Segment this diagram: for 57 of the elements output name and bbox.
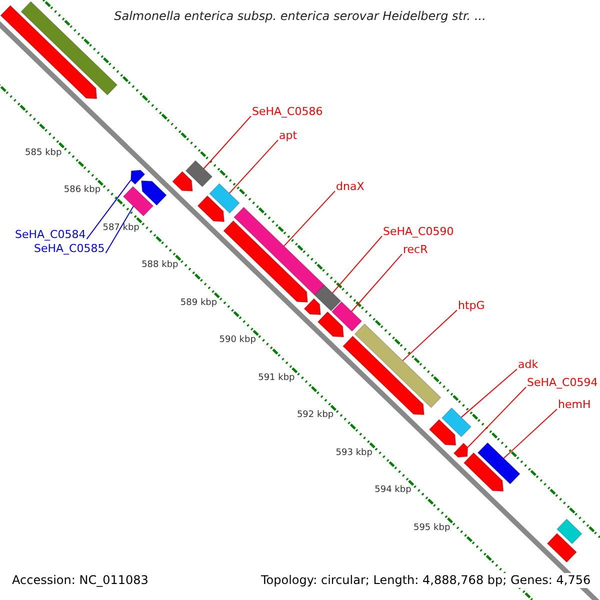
leader-line: [503, 408, 558, 459]
leader-line: [105, 206, 134, 254]
gene-feature: [185, 160, 213, 188]
scale-label: 594 kbp: [374, 486, 412, 496]
gene-label: SeHA_C0594: [527, 377, 598, 390]
gene-label: SeHA_C0590: [383, 226, 454, 238]
gene-feature: [317, 311, 344, 338]
scale-label: 589 kbp: [180, 298, 218, 309]
gene-feature: [172, 171, 193, 192]
scale-label: 588 kbp: [142, 261, 178, 272]
leader-line: [351, 254, 402, 312]
gene-feature: [122, 186, 154, 216]
scale-label: 591 kbp: [258, 374, 295, 384]
scale-label: 592 kbp: [296, 411, 334, 422]
scale-label: 586 kbp: [64, 186, 101, 196]
gene-feature: [141, 180, 167, 206]
leader-line: [86, 180, 132, 240]
leader-line: [203, 116, 252, 170]
gene-label: htpG: [458, 300, 485, 312]
gene-feature: [556, 518, 582, 544]
leader-line: [228, 140, 278, 194]
gene-feature: [304, 298, 321, 316]
gene-feature: [223, 220, 308, 303]
gene-label: adk: [518, 359, 538, 372]
gene-feature: [234, 206, 325, 296]
gene-feature: [331, 301, 362, 332]
gene-label: SeHA_C0584: [15, 229, 86, 242]
leader-line: [402, 310, 458, 362]
scale-label: 585 kbp: [25, 148, 62, 159]
gene-feature: [463, 452, 504, 492]
gene-label: recR: [403, 244, 428, 256]
leader-line: [332, 236, 382, 294]
gene-label: SeHA_C0586: [252, 106, 323, 118]
gene-label: apt: [279, 130, 298, 142]
gene-feature: [342, 336, 424, 416]
gene-feature: [477, 442, 520, 484]
gene-label: dnaX: [336, 181, 364, 194]
gene-label: SeHA_C0585: [34, 243, 105, 256]
title: Salmonella enterica subsp. enterica serovar Heidelberg str. ...: [114, 10, 486, 24]
gene-feature: [453, 442, 468, 458]
gene-feature: [0, 5, 98, 100]
gene-feature: [546, 532, 577, 563]
scale-label: 587 kbp: [102, 224, 140, 234]
gene-feature: [354, 323, 442, 408]
gene-label: hemH: [558, 399, 591, 412]
scale-label: 595 kbp: [413, 524, 450, 534]
gene-feature: [209, 183, 240, 214]
scale-label: 593 kbp: [336, 448, 372, 459]
leader-line: [460, 368, 518, 418]
gene-feature: [441, 407, 472, 438]
scale-label: 590 kbp: [219, 336, 256, 346]
gene-feature: [428, 419, 456, 446]
leader-line: [284, 190, 336, 247]
gene-feature: [314, 284, 342, 312]
gene-feature: [197, 195, 225, 222]
leader-line: [467, 386, 526, 448]
gene-feature: [130, 170, 146, 185]
